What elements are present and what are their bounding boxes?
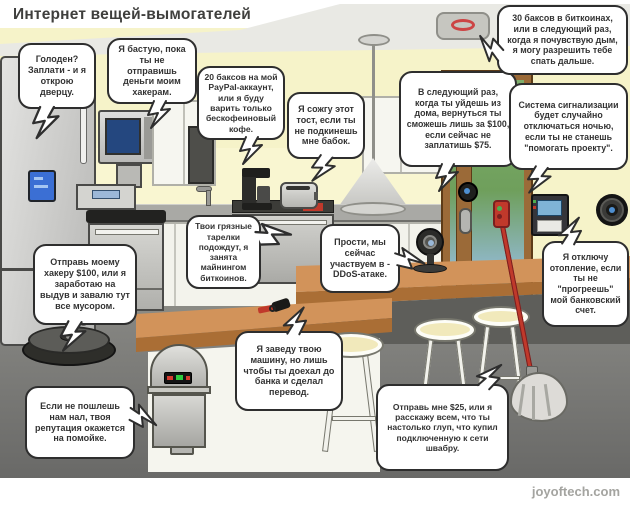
speech-bubble-trash-can: Если не пошлешь нам нал, твоя репутация … xyxy=(25,386,158,459)
cabinet-door-line xyxy=(174,224,176,312)
coffee-carafe xyxy=(257,186,270,204)
coffee-maker-top xyxy=(242,168,270,178)
bubble-tail xyxy=(435,163,459,192)
speech-bubble-smoke-detector: 30 баксов в биткоинах, или в следующий р… xyxy=(479,5,628,75)
bubble-tail xyxy=(32,105,60,140)
display-pixel xyxy=(176,375,183,380)
faucet xyxy=(196,186,212,192)
bubble-tail xyxy=(311,154,336,182)
speech-bubble-door-lock: В следующий раз, когда ты уйдешь из дома… xyxy=(399,71,517,192)
mop-led-red xyxy=(497,214,502,219)
fridge-touchscreen xyxy=(28,170,56,202)
door-lock-light xyxy=(464,188,470,194)
bubble-text-thermostat: Я отключу отопление, если ты не "прогрее… xyxy=(549,251,622,316)
bubble-tail xyxy=(479,34,505,63)
comic-title: Интернет вещей-вымогателей xyxy=(13,6,251,23)
alarm-led-green xyxy=(533,200,536,203)
bar-stool xyxy=(472,306,530,328)
door-handle-plate xyxy=(459,208,472,234)
smart-trash-can xyxy=(152,394,206,448)
mop-strand xyxy=(532,386,535,420)
alarm-led-red xyxy=(533,206,536,209)
bubble-text-smoke-detector: 30 баксов в биткоинах, или в следующий р… xyxy=(507,13,618,67)
speech-bubble-coffee-maker: 20 баксов на мой PayPal-аккаунт, или я б… xyxy=(197,66,285,165)
speech-bubble-car-keys: Я заведу твою машину, но лишь чтобы ты д… xyxy=(235,306,343,411)
cabinet-door-line xyxy=(183,102,185,184)
lamp-rod xyxy=(372,44,375,164)
bubble-tail xyxy=(254,222,293,246)
trash-can-rim xyxy=(147,386,211,394)
speech-bubble-thermostat: Я отключу отопление, если ты не "прогрее… xyxy=(542,216,629,327)
smart-trash-can-lid xyxy=(150,344,208,388)
speech-bubble-alarm-system: Система сигнализации будет случайно откл… xyxy=(509,83,628,194)
watermark: joyoftech.com xyxy=(531,484,620,499)
stove-display xyxy=(92,190,120,199)
pendant-lamp-rim xyxy=(340,202,406,216)
speech-bubble-webcam: Прости, мы сейчас участвуем в -DDoS-атак… xyxy=(320,224,426,293)
stool-crossbar xyxy=(332,416,376,421)
bubble-text-door-lock: В следующий раз, когда ты уйдешь из дома… xyxy=(406,86,510,151)
alarm-keypad xyxy=(537,220,562,232)
speech-bubble-fridge: Голоден? Заплати - и я открою дверцу. xyxy=(18,43,96,140)
toaster-lever xyxy=(314,192,318,200)
thermostat-display xyxy=(609,207,615,213)
speech-bubble-toaster: Я сожгу этот тост, если ты не подкинешь … xyxy=(287,92,365,182)
oven-handle xyxy=(95,229,159,235)
bubble-tail xyxy=(394,247,426,270)
speech-bubble-dishwasher: Твои грязные тарелки подождут, я занята … xyxy=(186,215,293,289)
alarm-screen xyxy=(537,200,562,216)
bubble-tail xyxy=(147,100,171,129)
bubble-tail xyxy=(239,136,263,165)
bubble-tail xyxy=(282,306,308,336)
smart-toaster xyxy=(280,182,318,209)
key-ring xyxy=(269,305,276,312)
display-pixel xyxy=(186,376,190,380)
cooktop xyxy=(86,210,166,223)
coffee-maker-base xyxy=(242,203,272,210)
toaster-slot xyxy=(286,186,310,190)
robot-vacuum-sensor xyxy=(66,334,71,339)
speech-bubble-microwave: Я бастую, пока ты не отправишь деньги мо… xyxy=(107,38,197,129)
bubble-tail xyxy=(526,165,552,194)
webcam-stand xyxy=(427,254,434,266)
bar-stool xyxy=(414,318,476,342)
bubble-text-trash-can: Если не пошлешь нам нал, твоя репутация … xyxy=(35,400,125,444)
bubble-text-toaster: Я сожгу этот тост, если ты не подкинешь … xyxy=(294,103,358,147)
mop-led-green xyxy=(497,206,502,211)
webcam-base xyxy=(413,264,447,273)
speech-bubble-robot-vacuum: Отправь моему хакеру $100, или я заработ… xyxy=(33,244,137,352)
bubble-text-webcam: Прости, мы сейчас участвуем в -DDoS-атак… xyxy=(330,236,390,280)
bubble-text-fridge: Голоден? Заплати - и я открою дверцу. xyxy=(27,54,87,97)
bubble-text-alarm-system: Система сигнализации будет случайно откл… xyxy=(518,99,619,153)
bubble-text-microwave: Я бастую, пока ты не отправишь деньги мо… xyxy=(118,43,186,98)
bubble-text-mop: Отправь мне $25, или я расскажу всем, чт… xyxy=(387,401,498,454)
stool-cushion xyxy=(478,311,524,322)
display-pixel xyxy=(167,376,173,380)
stove-control-panel xyxy=(76,184,136,210)
smart-microwave xyxy=(98,110,158,164)
microwave-door xyxy=(105,118,141,155)
screen-pixel xyxy=(34,185,48,188)
bubble-tail xyxy=(475,363,503,391)
stool-cushion xyxy=(420,323,470,336)
screen-pixel xyxy=(34,177,43,180)
smart-coffee-maker xyxy=(242,177,256,205)
bubble-tail xyxy=(59,320,87,352)
faucet-column xyxy=(206,190,211,206)
bubble-tail xyxy=(128,403,158,429)
smoke-detector-ring xyxy=(451,19,475,31)
microwave-control-panel xyxy=(144,117,155,159)
webcam-lens xyxy=(428,240,434,246)
bubble-text-coffee-maker: 20 баксов на мой PayPal-аккаунт, или я б… xyxy=(204,71,278,134)
trash-can-pedal xyxy=(170,446,194,455)
bubble-text-dishwasher: Твои грязные тарелки подождут, я занята … xyxy=(195,221,252,283)
speech-bubble-mop: Отправь мне $25, или я расскажу всем, чт… xyxy=(376,363,509,471)
bubble-tail xyxy=(557,216,583,246)
bubble-text-car-keys: Я заведу твою машину, но лишь чтобы ты д… xyxy=(243,343,335,398)
bubble-text-robot-vacuum: Отправь моему хакеру $100, или я заработ… xyxy=(40,257,130,311)
